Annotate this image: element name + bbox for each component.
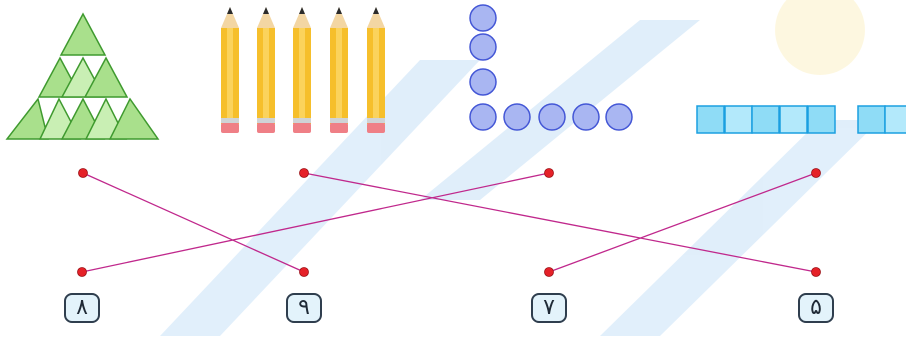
connection-line — [303, 172, 817, 273]
triangles-group — [5, 12, 160, 140]
pencil — [221, 7, 239, 133]
number-badge-eight: ۸ — [64, 293, 100, 323]
number-badge-nine: ۹ — [286, 293, 322, 323]
square — [696, 105, 725, 134]
connection-lines — [81, 172, 817, 273]
square — [857, 105, 886, 134]
pencil-lead — [227, 7, 233, 14]
square — [751, 105, 780, 134]
number-badge-seven: ۷ — [531, 293, 567, 323]
connection-dot — [78, 168, 88, 178]
pencil-highlight — [336, 28, 342, 124]
pencil-highlight — [299, 28, 305, 124]
circles-group — [469, 4, 633, 131]
pencil-ferrule — [221, 118, 239, 123]
circle — [469, 103, 497, 131]
pencil-ferrule — [367, 118, 385, 123]
circle — [503, 103, 531, 131]
pencil-ferrule — [293, 118, 311, 123]
connection-dot — [77, 267, 87, 277]
pencils-group — [221, 7, 385, 133]
number-badge-five: ۵ — [798, 293, 834, 323]
pencil-eraser — [293, 123, 311, 133]
pencil-highlight — [263, 28, 269, 124]
circle — [538, 103, 566, 131]
pencil-tip — [221, 7, 239, 28]
circle — [605, 103, 633, 131]
pencil-ferrule — [330, 118, 348, 123]
connection-line — [82, 172, 305, 273]
square — [807, 105, 836, 134]
square — [724, 105, 753, 134]
triangle — [108, 97, 160, 140]
pencil-lead — [263, 7, 269, 14]
pencil-highlight — [227, 28, 233, 124]
circle — [469, 33, 497, 61]
connection-dot — [811, 267, 821, 277]
pencil-lead — [336, 7, 342, 14]
circle — [469, 4, 497, 32]
pencil-ferrule — [257, 118, 275, 123]
square — [779, 105, 808, 134]
pencil — [367, 7, 385, 133]
pencil-lead — [299, 7, 305, 14]
pencil — [330, 7, 348, 133]
connection-dot — [544, 168, 554, 178]
connection-dot — [299, 168, 309, 178]
square — [884, 105, 906, 134]
circle — [572, 103, 600, 131]
connection-dot — [544, 267, 554, 277]
squares-group — [696, 105, 906, 134]
pencil-tip — [367, 7, 385, 28]
circle — [469, 68, 497, 96]
pencil — [293, 7, 311, 133]
pencil-highlight — [373, 28, 379, 124]
pencil-eraser — [330, 123, 348, 133]
pencil-tip — [257, 7, 275, 28]
triangle — [5, 97, 49, 140]
pencil-tip — [330, 7, 348, 28]
triangle — [83, 56, 129, 98]
connection-line — [548, 172, 817, 273]
connection-dot — [299, 267, 309, 277]
pencil-eraser — [257, 123, 275, 133]
connection-dot — [811, 168, 821, 178]
pencil-tip — [293, 7, 311, 28]
pencil-eraser — [221, 123, 239, 133]
pencil — [257, 7, 275, 133]
connection-dots — [77, 168, 821, 277]
connection-line — [81, 172, 550, 273]
triangle — [59, 12, 107, 56]
pencil-lead — [373, 7, 379, 14]
pencil-eraser — [367, 123, 385, 133]
